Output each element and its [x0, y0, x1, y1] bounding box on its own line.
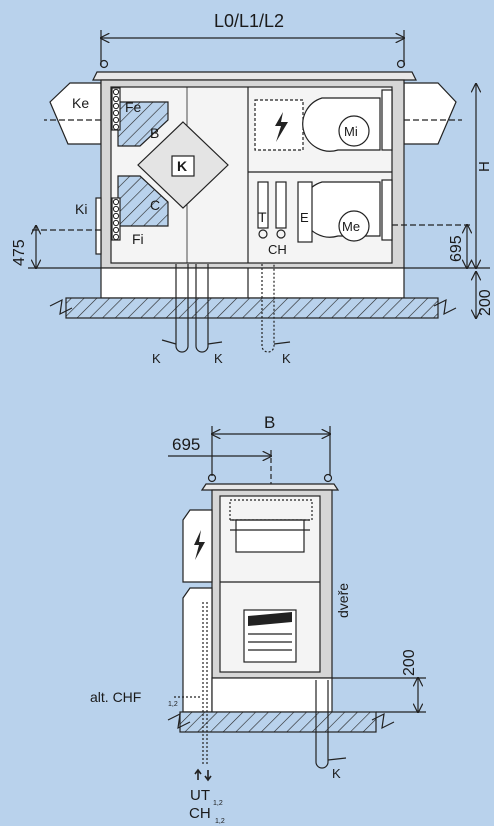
dim-695-label: 695	[448, 235, 465, 262]
dim-475-label: 475	[11, 239, 28, 266]
drain-bend	[161, 339, 177, 345]
alt-chf-subscript: 1,2	[168, 701, 178, 708]
label-ke: Ke	[72, 95, 89, 111]
minus-symbol	[276, 229, 286, 239]
break-line	[371, 712, 395, 730]
front-elevation	[28, 30, 490, 353]
lifting-eye	[396, 59, 406, 69]
label-ki: Ki	[75, 201, 87, 217]
unit-base	[100, 267, 405, 299]
dim-h-label: H	[476, 161, 493, 172]
drain-pipe	[175, 264, 189, 353]
side-elevation	[167, 426, 426, 782]
alt-chf-label: alt. CHF	[90, 689, 141, 705]
fan-mi-flange	[381, 89, 393, 151]
dim-695-label: 695	[172, 435, 200, 454]
label-b: B	[150, 125, 159, 141]
foundation	[179, 711, 377, 733]
lifting-eye	[323, 473, 333, 483]
label-ch: CH	[268, 242, 287, 257]
drain-bend	[207, 341, 223, 345]
fan-me-flange	[381, 179, 393, 241]
door-label: dveře	[335, 583, 351, 618]
width-dimension-label: B	[264, 413, 275, 432]
lightning-icon	[194, 530, 205, 560]
break-line	[49, 298, 73, 316]
motor-mi	[338, 115, 370, 147]
break-line	[433, 298, 457, 316]
ut-label: UT	[190, 787, 210, 804]
dim-200-label: 200	[401, 649, 418, 676]
ch-label: CH	[189, 805, 211, 822]
roof	[200, 483, 340, 491]
hydraulic-cabinet	[182, 587, 213, 713]
louver-slat	[248, 612, 292, 626]
electrical-cabinet	[182, 509, 213, 583]
intake-hood-left	[49, 82, 102, 145]
label-drain: K	[214, 351, 223, 366]
roof	[92, 71, 417, 81]
label-k-box: K	[177, 158, 187, 174]
plus-symbol	[258, 229, 268, 239]
fan-outline	[229, 499, 313, 521]
exhaust-hood-right	[403, 82, 457, 145]
label-drain: K	[152, 351, 161, 366]
label-t: T	[258, 209, 267, 225]
foundation	[65, 297, 439, 319]
arrow-down-icon	[204, 770, 212, 782]
intake-flange	[95, 197, 102, 255]
thermostat-column	[275, 181, 287, 229]
side-base	[211, 677, 333, 713]
drain-pipe	[315, 680, 329, 769]
label-e: E	[300, 210, 309, 225]
heater-e	[297, 181, 313, 243]
length-dimension-label: L0/L1/L2	[214, 11, 284, 31]
lightning-icon	[275, 112, 288, 142]
label-fe: Fe	[125, 99, 142, 115]
ch-subscript: 1,2	[215, 818, 225, 825]
k-box	[171, 155, 195, 177]
thermostat-column	[257, 181, 269, 229]
filter-fe	[117, 101, 169, 147]
arrow-up-icon	[194, 768, 202, 780]
label-fi: Fi	[132, 231, 144, 247]
motor-me	[338, 210, 370, 242]
drain-label: K	[332, 766, 341, 781]
label-me: Me	[342, 219, 360, 234]
damper-rings	[112, 88, 120, 241]
drain-bend	[327, 757, 347, 761]
drain-pipe	[195, 264, 209, 353]
label-drain: K	[282, 351, 291, 366]
break-line	[167, 712, 191, 730]
top-damper	[235, 519, 305, 553]
ut-subscript: 1,2	[213, 800, 223, 807]
drain-bend	[273, 341, 291, 345]
dim-200-label: 200	[477, 289, 494, 316]
label-mi: Mi	[344, 124, 358, 139]
label-c: C	[150, 197, 160, 213]
lifting-eye	[207, 473, 217, 483]
lifting-eye	[99, 59, 109, 69]
